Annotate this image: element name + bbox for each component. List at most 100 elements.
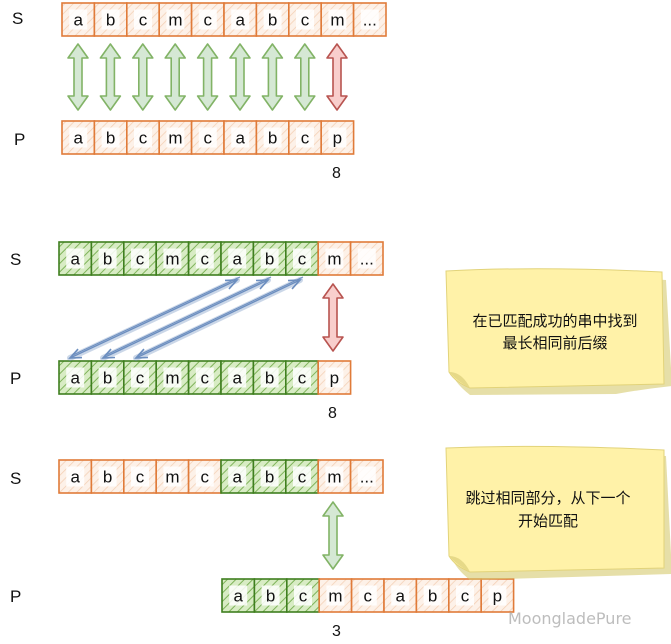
sticky-note-1: 在已匹配成功的串中找到 最长相同前后缀 <box>445 268 671 395</box>
double-arrow-icon <box>326 43 348 111</box>
s2-cell: c <box>123 241 158 276</box>
cell-char: m <box>327 468 341 487</box>
s3-cell: b <box>90 459 125 494</box>
double-arrow-icon <box>132 43 154 111</box>
s1-cell: ... <box>352 2 387 37</box>
watermark: MoongladePure <box>508 609 632 628</box>
s2-cell: a <box>58 241 93 276</box>
cell-char: a <box>73 11 83 30</box>
cell-char: c <box>204 11 213 30</box>
cell-char: a <box>70 369 80 388</box>
s3-cell: b <box>252 459 287 494</box>
cell-char: b <box>268 11 277 30</box>
cell-char: b <box>106 129 115 148</box>
diagonal-arrow-icon <box>133 276 304 361</box>
cell-char: b <box>106 11 115 30</box>
p3-cell: a <box>383 578 418 613</box>
p3-cell: b <box>253 578 288 613</box>
cell-char: m <box>165 468 179 487</box>
s2-cell: c <box>284 241 319 276</box>
p1-cell: c <box>126 120 161 155</box>
p1-cell: a <box>61 120 96 155</box>
note-1-line-1: 在已匹配成功的串中找到 <box>472 312 637 330</box>
s1-cell: b <box>93 2 128 37</box>
cell-char: m <box>328 587 342 606</box>
cell-char: b <box>265 369 274 388</box>
cell-char: c <box>299 587 308 606</box>
p3-cell: p <box>480 578 515 613</box>
s1-cell: m <box>320 2 355 37</box>
cell-char: a <box>70 250 80 269</box>
cell-char: ... <box>360 250 374 269</box>
index-label-3: 3 <box>332 623 341 640</box>
s2-cell: ... <box>349 241 384 276</box>
cell-char: m <box>165 250 179 269</box>
s1-cell: c <box>126 2 161 37</box>
p2-cell: b <box>252 360 287 395</box>
index-label-2: 8 <box>328 405 337 422</box>
cell-char: c <box>201 250 210 269</box>
p2-cell: c <box>187 360 222 395</box>
cell-char: a <box>235 11 245 30</box>
cell-char: a <box>232 468 242 487</box>
s2-cell: m <box>317 241 352 276</box>
cell-char: a <box>395 587 405 606</box>
cell-char: b <box>103 369 112 388</box>
sticky-note-2: 跳过相同部分，从下一个 开始匹配 <box>445 445 671 580</box>
cell-char: a <box>232 369 242 388</box>
s1-cell: m <box>158 2 193 37</box>
cell-char: m <box>165 369 179 388</box>
s3-cell: ... <box>349 459 384 494</box>
s3-cell: m <box>317 459 352 494</box>
cell-char: c <box>298 468 307 487</box>
double-arrow-icon <box>322 283 344 352</box>
cell-char: c <box>201 369 210 388</box>
s2-cell: a <box>220 241 255 276</box>
cell-char: m <box>330 11 344 30</box>
p3-cell: c <box>350 578 385 613</box>
s3-cell: c <box>187 459 222 494</box>
p2-cell: m <box>155 360 190 395</box>
s3-cell: a <box>220 459 255 494</box>
p1-cell: c <box>287 120 322 155</box>
note-1-line-2: 最长相同前后缀 <box>502 334 607 352</box>
p2-cell: b <box>90 360 125 395</box>
s2-cell: b <box>90 241 125 276</box>
row-label-p2: P <box>10 369 21 388</box>
double-arrow-icon <box>67 43 89 111</box>
p3-cell: a <box>221 578 256 613</box>
cell-char: c <box>136 468 145 487</box>
cell-char: c <box>201 468 210 487</box>
cell-char: a <box>232 250 242 269</box>
p2-cell: a <box>220 360 255 395</box>
cell-char: b <box>103 468 112 487</box>
s1-cell: b <box>255 2 290 37</box>
match-arrows-row-3 <box>322 501 344 570</box>
cell-char: ... <box>363 11 377 30</box>
cell-char: c <box>301 11 310 30</box>
cell-char: b <box>265 468 274 487</box>
cell-char: b <box>265 250 274 269</box>
p2-cell: a <box>58 360 93 395</box>
s3-cell: m <box>155 459 190 494</box>
row-label-s3: S <box>10 469 21 488</box>
cell-char: c <box>461 587 470 606</box>
cell-char: c <box>364 587 373 606</box>
cell-char: ... <box>360 468 374 487</box>
p3-cell: c <box>447 578 482 613</box>
s3-cell: c <box>123 459 158 494</box>
diagonal-arrow-icon <box>67 276 241 361</box>
note-2-line-2: 开始匹配 <box>518 512 578 530</box>
cell-char: b <box>103 250 112 269</box>
cell-char: c <box>136 369 145 388</box>
p3-cell: b <box>415 578 450 613</box>
cell-char: p <box>493 587 502 606</box>
double-arrow-icon <box>322 501 344 570</box>
s1-cell: c <box>287 2 322 37</box>
cell-char: c <box>139 129 148 148</box>
cell-char: m <box>327 250 341 269</box>
